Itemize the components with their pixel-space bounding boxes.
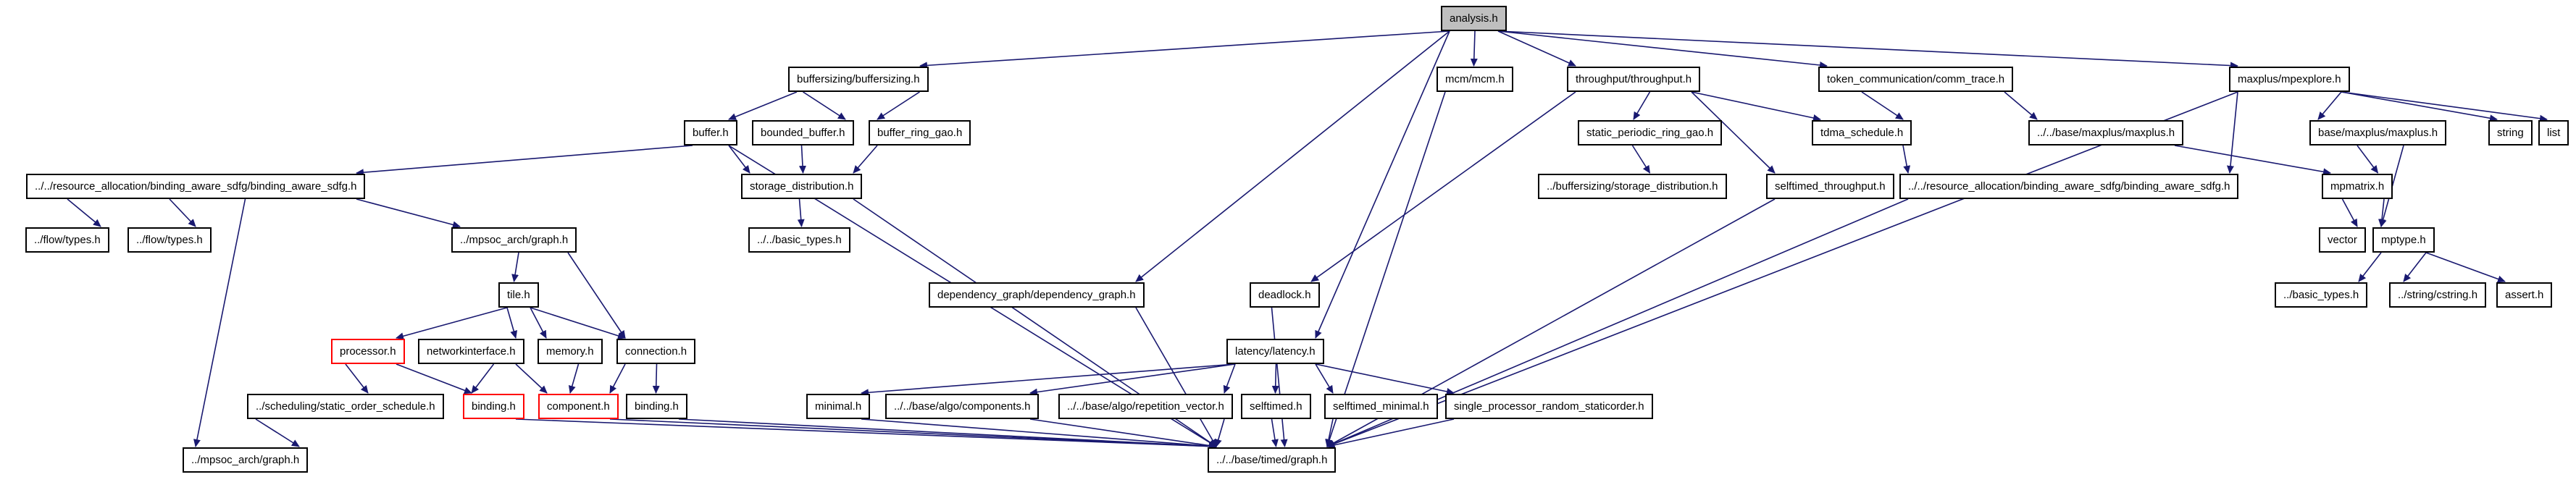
graph-node-latency[interactable]: latency/latency.h: [1226, 339, 1324, 364]
graph-node-string[interactable]: string: [2488, 120, 2533, 145]
graph-node-binding_aware_right[interactable]: ../../resource_allocation/binding_aware_…: [1899, 174, 2239, 199]
graph-node-throughput[interactable]: throughput/throughput.h: [1567, 67, 1701, 92]
graph-node-deadlock[interactable]: deadlock.h: [1250, 282, 1320, 308]
graph-node-vector[interactable]: vector: [2319, 227, 2366, 253]
graph-node-networkinterface[interactable]: networkinterface.h: [418, 339, 524, 364]
graph-node-static_periodic_ring_gao[interactable]: static_periodic_ring_gao.h: [1578, 120, 1723, 145]
graph-node-base_maxplus[interactable]: base/maxplus/maxplus.h: [2309, 120, 2447, 145]
graph-node-single_processor[interactable]: single_processor_random_staticorder.h: [1445, 394, 1653, 419]
graph-node-timed_graph[interactable]: ../../base/timed/graph.h: [1208, 447, 1337, 473]
graph-node-memory[interactable]: memory.h: [538, 339, 603, 364]
graph-node-selftimed[interactable]: selftimed.h: [1241, 394, 1311, 419]
graph-node-comm_trace[interactable]: token_communication/comm_trace.h: [1818, 67, 2014, 92]
graph-node-mptype[interactable]: mptype.h: [2372, 227, 2435, 253]
graph-node-basic_types_right[interactable]: ../basic_types.h: [2275, 282, 2368, 308]
graph-node-selftimed_throughput[interactable]: selftimed_throughput.h: [1766, 174, 1894, 199]
graph-node-repetition_vector[interactable]: ../../base/algo/repetition_vector.h: [1058, 394, 1233, 419]
graph-node-tdma_schedule[interactable]: tdma_schedule.h: [1812, 120, 1912, 145]
graph-node-bounded_buffer[interactable]: bounded_buffer.h: [752, 120, 854, 145]
graph-node-buffersizing[interactable]: buffersizing/buffersizing.h: [788, 67, 929, 92]
graph-node-storage_distribution[interactable]: storage_distribution.h: [741, 174, 863, 199]
graph-node-mpexplore[interactable]: maxplus/mpexplore.h: [2229, 67, 2350, 92]
graph-node-binding_b[interactable]: binding.h: [626, 394, 687, 419]
graph-node-mpmatrix[interactable]: mpmatrix.h: [2322, 174, 2393, 199]
graph-node-minimal[interactable]: minimal.h: [806, 394, 871, 419]
graph-node-dependency_graph[interactable]: dependency_graph/dependency_graph.h: [929, 282, 1145, 308]
graph-node-basic_types_mid[interactable]: ../../basic_types.h: [748, 227, 850, 253]
graph-node-list[interactable]: list: [2538, 120, 2569, 145]
graph-node-buffer_ring_gao[interactable]: buffer_ring_gao.h: [869, 120, 971, 145]
graph-node-tile[interactable]: tile.h: [498, 282, 539, 308]
graph-node-processor[interactable]: processor.h: [331, 339, 405, 364]
graph-node-flow_types_a[interactable]: ../flow/types.h: [25, 227, 109, 253]
graph-node-buffer[interactable]: buffer.h: [684, 120, 737, 145]
graph-node-component[interactable]: component.h: [538, 394, 619, 419]
graph-node-mcm[interactable]: mcm/mcm.h: [1437, 67, 1513, 92]
graph-node-algo_components[interactable]: ../../base/algo/components.h: [885, 394, 1040, 419]
graph-node-binding_aware_left[interactable]: ../../resource_allocation/binding_aware_…: [26, 174, 366, 199]
graph-node-mpsoc_graph_bottom[interactable]: ../mpsoc_arch/graph.h: [183, 447, 309, 473]
graph-node-mpsoc_graph_mid[interactable]: ../mpsoc_arch/graph.h: [451, 227, 577, 253]
graph-node-binding_t[interactable]: binding.h: [463, 394, 524, 419]
graph-node-cstring[interactable]: ../string/cstring.h: [2389, 282, 2487, 308]
graph-node-static_order_schedule[interactable]: ../scheduling/static_order_schedule.h: [247, 394, 444, 419]
graph-node-base_maxplus_rel[interactable]: ../../base/maxplus/maxplus.h: [2028, 120, 2184, 145]
graph-node-assert[interactable]: assert.h: [2496, 282, 2553, 308]
graph-node-storage_distribution_rel[interactable]: ../buffersizing/storage_distribution.h: [1538, 174, 1727, 199]
graph-node-selftimed_minimal[interactable]: selftimed_minimal.h: [1324, 394, 1438, 419]
graph-node-connection[interactable]: connection.h: [616, 339, 696, 364]
graph-node-analysis: analysis.h: [1441, 6, 1507, 31]
graph-node-flow_types_b[interactable]: ../flow/types.h: [127, 227, 212, 253]
